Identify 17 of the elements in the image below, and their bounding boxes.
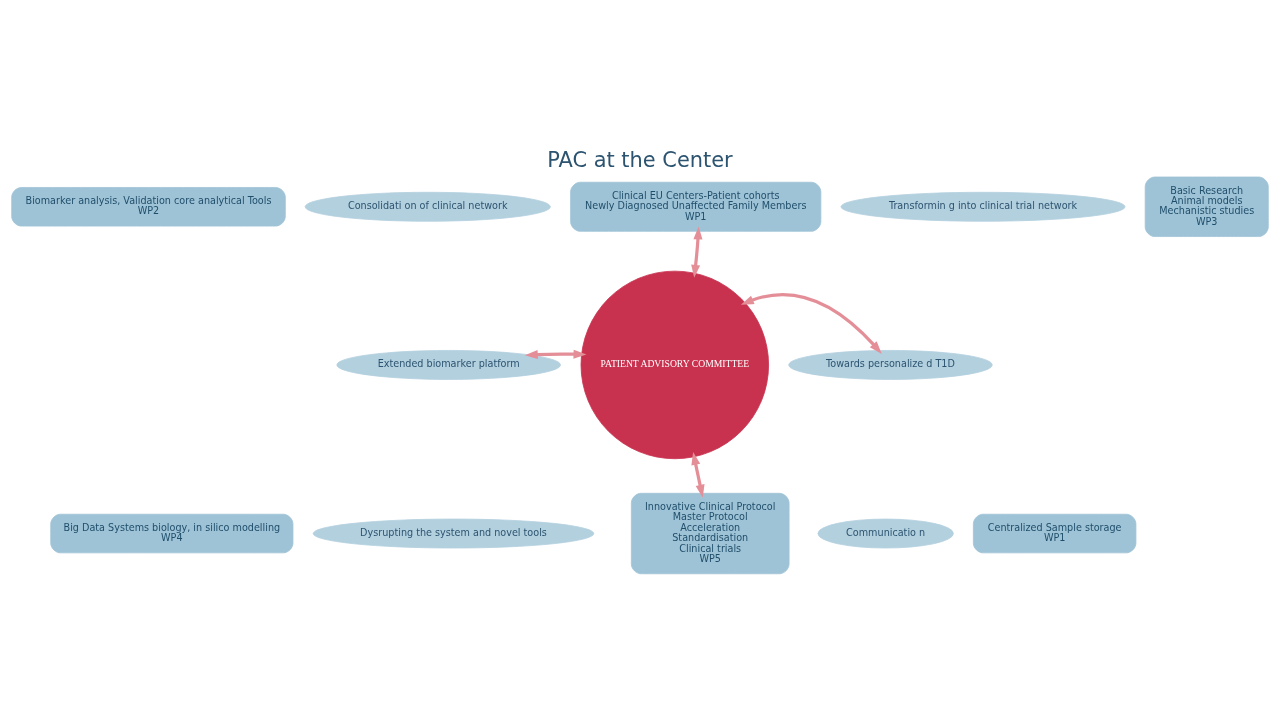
arrow [524,349,587,359]
node-ellipse: Dysrupting the system and novel tools [312,518,595,548]
node-ellipse: Communicatio n [817,518,954,548]
node-ellipse: Consolidati on of clinical network [304,191,551,222]
node-ellipse: Towards personalize d T1D [788,349,993,380]
arrow [691,226,703,278]
node-box: Innovative Clinical Protocol Master Protocol Acceleration Standardisation Clinical trials WP5 [630,492,790,574]
node-ellipse: Transformin g into clinical trial network [840,191,1126,222]
node-box: Clinical EU Centers-Patient cohorts Newly Diagnosed Unaffected Family Members WP1 [570,181,822,232]
node-circle: PATIENT ADVISORY COMMITTEE [580,270,769,459]
node-box: Centralized Sample storage WP1 [972,513,1137,553]
node-box: Big Data Systems biology, in silico modelling WP4 [50,513,294,553]
node-box: Basic Research Animal models Mechanistic studies WP3 [1144,176,1269,237]
diagram-title: PAC at the Center [547,147,733,172]
node-box: Biomarker analysis, Validation core analytical Tools WP2 [11,186,286,226]
arrow [740,292,882,354]
arrow [691,451,705,498]
